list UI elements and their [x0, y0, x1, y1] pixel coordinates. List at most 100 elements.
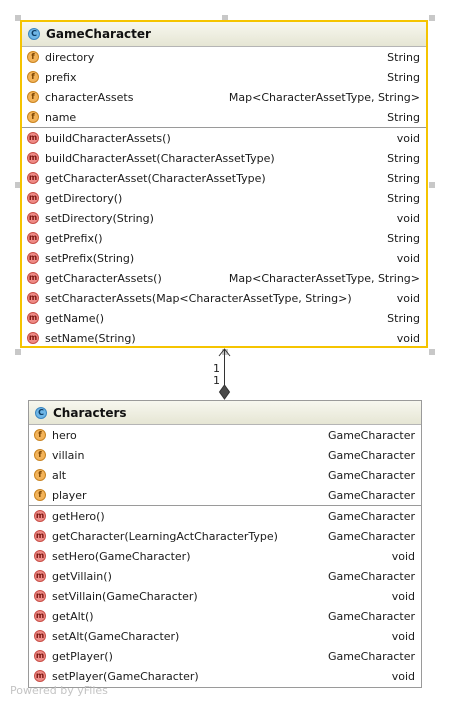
method-type: String	[387, 311, 420, 325]
field-type: GameCharacter	[327, 488, 415, 502]
compartment-divider	[22, 127, 426, 128]
field-name: alt	[52, 468, 67, 482]
method-row[interactable]: m setPlayer(GameCharacter) void	[29, 666, 421, 686]
method-type: GameCharacter	[327, 529, 415, 543]
method-name: setName(String)	[45, 331, 136, 345]
field-name: prefix	[45, 70, 77, 84]
field-icon: f	[27, 71, 39, 83]
field-icon: f	[34, 449, 46, 461]
field-type: String	[387, 50, 420, 64]
method-icon: m	[27, 212, 39, 224]
field-type: GameCharacter	[327, 448, 415, 462]
selection-handle[interactable]	[15, 15, 21, 21]
field-name: directory	[45, 50, 95, 64]
method-icon: m	[27, 172, 39, 184]
method-icon: m	[34, 670, 46, 682]
field-type: GameCharacter	[327, 428, 415, 442]
method-icon: m	[34, 570, 46, 582]
class-header[interactable]: C Characters	[29, 401, 421, 425]
method-name: getPrefix()	[45, 231, 103, 245]
method-type: void	[396, 131, 420, 145]
method-icon: m	[27, 132, 39, 144]
method-name: getDirectory()	[45, 191, 123, 205]
method-row[interactable]: m setCharacterAssets(Map<CharacterAssetTy…	[22, 288, 426, 308]
watermark: Powered by yFiles	[10, 684, 108, 697]
selection-handle[interactable]	[15, 349, 21, 355]
method-name: setVillain(GameCharacter)	[52, 589, 198, 603]
method-type: void	[391, 669, 415, 683]
method-icon: m	[34, 650, 46, 662]
method-name: getCharacterAssets()	[45, 271, 162, 285]
compartment-divider	[29, 505, 421, 506]
method-name: getCharacterAsset(CharacterAssetType)	[45, 171, 266, 185]
method-icon: m	[27, 292, 39, 304]
field-name: hero	[52, 428, 77, 442]
method-icon: m	[34, 630, 46, 642]
method-type: void	[396, 291, 420, 305]
method-type: GameCharacter	[327, 609, 415, 623]
method-name: setCharacterAssets(Map<CharacterAssetTyp…	[45, 291, 352, 305]
field-name: characterAssets	[45, 90, 134, 104]
method-name: setPlayer(GameCharacter)	[52, 669, 199, 683]
selection-handle[interactable]	[429, 15, 435, 21]
method-type: void	[391, 589, 415, 603]
selection-handle[interactable]	[429, 182, 435, 188]
method-icon: m	[27, 332, 39, 344]
method-name: setPrefix(String)	[45, 251, 135, 265]
class-name: GameCharacter	[46, 27, 151, 41]
method-row[interactable]: m setVillain(GameCharacter) void	[29, 586, 421, 606]
selection-handle[interactable]	[429, 349, 435, 355]
class-icon: C	[28, 28, 40, 40]
method-icon: m	[34, 550, 46, 562]
method-name: setAlt(GameCharacter)	[52, 629, 180, 643]
method-row[interactable]: m getPrefix() String	[22, 228, 426, 248]
selection-handle[interactable]	[15, 182, 21, 188]
method-icon: m	[27, 232, 39, 244]
field-icon: f	[27, 111, 39, 123]
method-name: getName()	[45, 311, 105, 325]
class-header[interactable]: C GameCharacter	[22, 22, 426, 47]
field-type: String	[387, 110, 420, 124]
method-type: String	[387, 231, 420, 245]
field-icon: f	[27, 91, 39, 103]
field-name: player	[52, 488, 87, 502]
arrow-head-icon	[218, 348, 231, 357]
method-icon: m	[27, 272, 39, 284]
method-name: getCharacter(LearningActCharacterType)	[52, 529, 278, 543]
field-name: name	[45, 110, 77, 124]
target-multiplicity: 1	[213, 362, 220, 375]
selection-handle[interactable]	[222, 15, 228, 21]
method-icon: m	[34, 590, 46, 602]
method-name: setDirectory(String)	[45, 211, 154, 225]
